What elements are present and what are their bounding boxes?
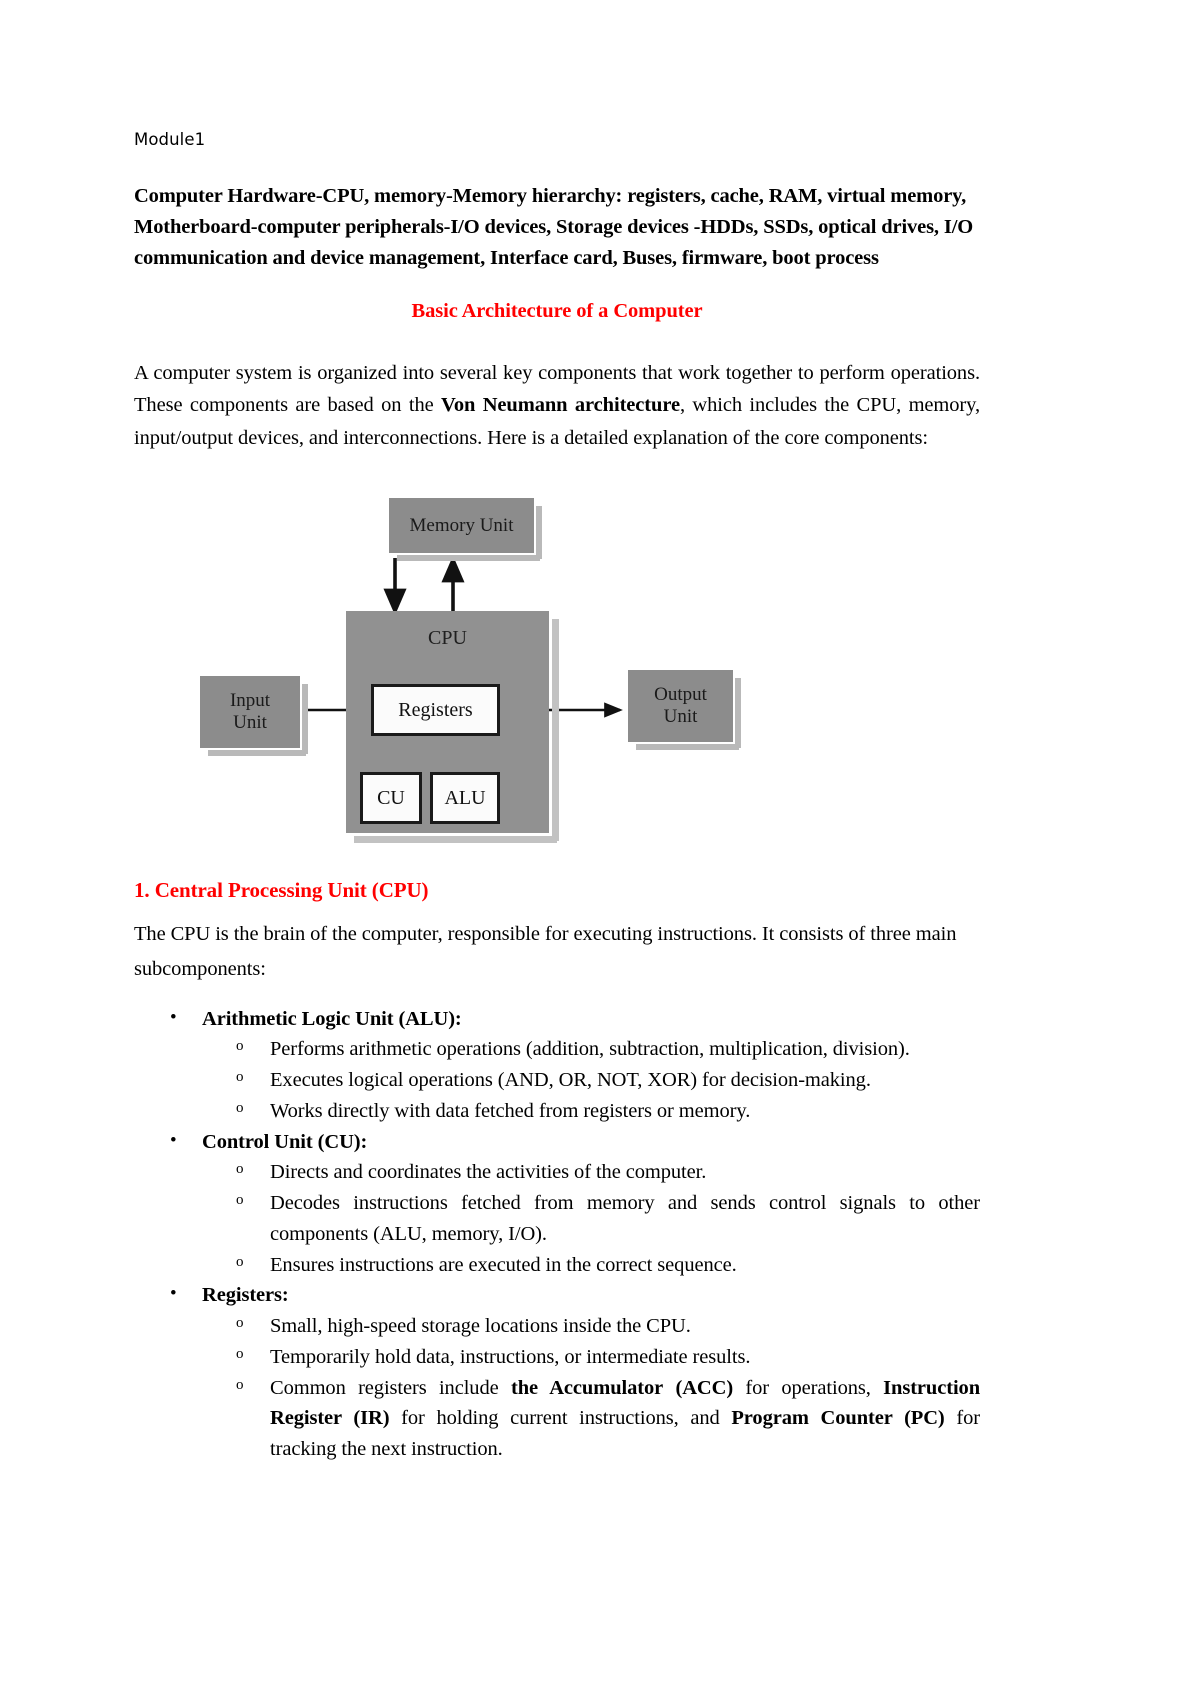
intro-paragraph: A computer system is organized into seve… <box>134 357 980 454</box>
alu-group-label: Arithmetic Logic Unit (ALU): <box>202 1007 462 1030</box>
cu-point-1: Directs and coordinates the activities o… <box>270 1161 707 1184</box>
document-content: Module1 Computer Hardware-CPU, memory-Me… <box>134 130 980 1465</box>
alu-box: ALU <box>430 772 500 825</box>
bullet-icon: • <box>170 1283 177 1305</box>
alu-sub-list: o Performs arithmetic operations (additi… <box>202 1034 980 1126</box>
input-unit-box: Input Unit <box>200 676 308 757</box>
intro-text-part1: A computer system is organized into seve… <box>134 362 980 417</box>
sub-bullet-icon: o <box>236 1345 244 1362</box>
list-item: o Directs and coordinates the activities… <box>202 1157 980 1188</box>
registers-point-3-part4: for holding current instructions, and <box>389 1407 732 1430</box>
list-item: o Executes logical operations (AND, OR, … <box>202 1065 980 1096</box>
cu-label: CU <box>377 786 405 809</box>
sub-bullet-icon: o <box>236 1069 244 1086</box>
registers-sub-list: o Small, high-speed storage locations in… <box>202 1311 980 1465</box>
cu-point-3: Ensures instructions are executed in the… <box>270 1253 737 1276</box>
list-item: o Ensures instructions are executed in t… <box>202 1250 980 1281</box>
cpu-label: CPU <box>428 627 467 650</box>
sub-bullet-icon: o <box>236 1192 244 1209</box>
list-item: • Control Unit (CU): o Directs and coord… <box>134 1127 980 1281</box>
memory-unit-shadow-right <box>536 506 542 560</box>
cu-point-2: Decodes instructions fetched from memory… <box>270 1192 980 1245</box>
alu-label: ALU <box>444 786 486 809</box>
input-unit-shadow-right <box>302 684 308 755</box>
sub-bullet-icon: o <box>236 1315 244 1332</box>
cu-group-label: Control Unit (CU): <box>202 1130 368 1153</box>
list-item: • Registers: o Small, high-speed storage… <box>134 1280 980 1465</box>
registers-point-3-part5: for tracking the next instruction. <box>270 1407 980 1461</box>
registers-point-1: Small, high-speed storage locations insi… <box>270 1315 691 1338</box>
cu-sub-list: o Directs and coordinates the activities… <box>202 1157 980 1280</box>
syllabus-summary: Computer Hardware-CPU, memory-Memory hie… <box>134 184 974 269</box>
list-item: o Temporarily hold data, instructions, o… <box>202 1342 980 1373</box>
section-1-paragraph: The CPU is the brain of the computer, re… <box>134 923 957 981</box>
registers-point-2: Temporarily hold data, instructions, or … <box>270 1345 751 1368</box>
acc-abbrev-emphasis: (ACC) <box>675 1376 734 1399</box>
alu-point-1: Performs arithmetic operations (addition… <box>270 1038 910 1061</box>
output-unit-shadow-bottom <box>636 744 739 751</box>
cpu-shadow-right <box>552 619 559 842</box>
bullet-icon: • <box>170 1129 177 1151</box>
registers-point-3-part1: Common registers include <box>270 1376 511 1399</box>
von-neumann-emphasis: Von Neumann architecture <box>441 394 680 417</box>
architecture-figure: Memory Unit CPU Registers CU <box>134 488 980 878</box>
list-item: o Works directly with data fetched from … <box>202 1096 980 1127</box>
sub-bullet-icon: o <box>236 1161 244 1178</box>
list-item: o Small, high-speed storage locations in… <box>202 1311 980 1342</box>
module-label: Module1 <box>134 130 206 149</box>
sub-bullet-icon: o <box>236 1099 244 1116</box>
cpu-shadow-bottom <box>354 836 557 844</box>
list-item: o Common registers include the Accumulato… <box>202 1373 980 1465</box>
registers-box: Registers <box>371 684 500 737</box>
registers-point-3-part3: for operations, <box>733 1376 884 1399</box>
memory-unit-label: Memory Unit <box>409 514 514 536</box>
output-unit-label-line1: Output <box>654 684 707 706</box>
alu-point-2: Executes logical operations (AND, OR, NO… <box>270 1069 871 1092</box>
alu-point-3: Works directly with data fetched from re… <box>270 1099 751 1122</box>
sub-bullet-icon: o <box>236 1253 244 1270</box>
sub-bullet-icon: o <box>236 1376 244 1393</box>
intro-text-part2: , which includes the CPU, memory, input/… <box>134 394 980 449</box>
registers-group-label: Registers: <box>202 1284 289 1307</box>
output-unit-shadow-right <box>735 678 741 749</box>
output-unit-box: Output Unit <box>628 670 741 751</box>
cu-box: CU <box>360 772 422 825</box>
bullet-icon: • <box>170 1006 177 1028</box>
input-unit-label-line1: Input <box>229 690 271 712</box>
registers-point-3-space <box>663 1377 675 1399</box>
heading-basic-architecture: Basic Architecture of a Computer <box>411 300 703 323</box>
heading-section-1-cpu: 1. Central Processing Unit (CPU) <box>134 878 429 903</box>
program-counter-emphasis: Program Counter (PC) <box>731 1407 945 1430</box>
list-item: o Decodes instructions fetched from memo… <box>202 1188 980 1250</box>
architecture-diagram: Memory Unit CPU Registers CU <box>186 488 846 858</box>
input-unit-shadow-bottom <box>208 750 306 757</box>
output-unit-label-line2: Unit <box>663 706 698 728</box>
sub-bullet-icon: o <box>236 1038 244 1055</box>
list-item: o Performs arithmetic operations (additi… <box>202 1034 980 1065</box>
input-unit-label-line2: Unit <box>233 712 267 734</box>
list-item: • Arithmetic Logic Unit (ALU): o Perform… <box>134 1004 980 1127</box>
memory-unit-box: Memory Unit <box>389 498 542 562</box>
accumulator-emphasis: the Accumulator <box>510 1376 664 1399</box>
registers-label: Registers <box>398 698 473 721</box>
cpu-subcomponent-list: • Arithmetic Logic Unit (ALU): o Perform… <box>134 1004 980 1465</box>
instruction-register-emphasis: Instruction Register (IR) <box>270 1376 980 1430</box>
memory-unit-shadow-bottom <box>397 555 540 562</box>
